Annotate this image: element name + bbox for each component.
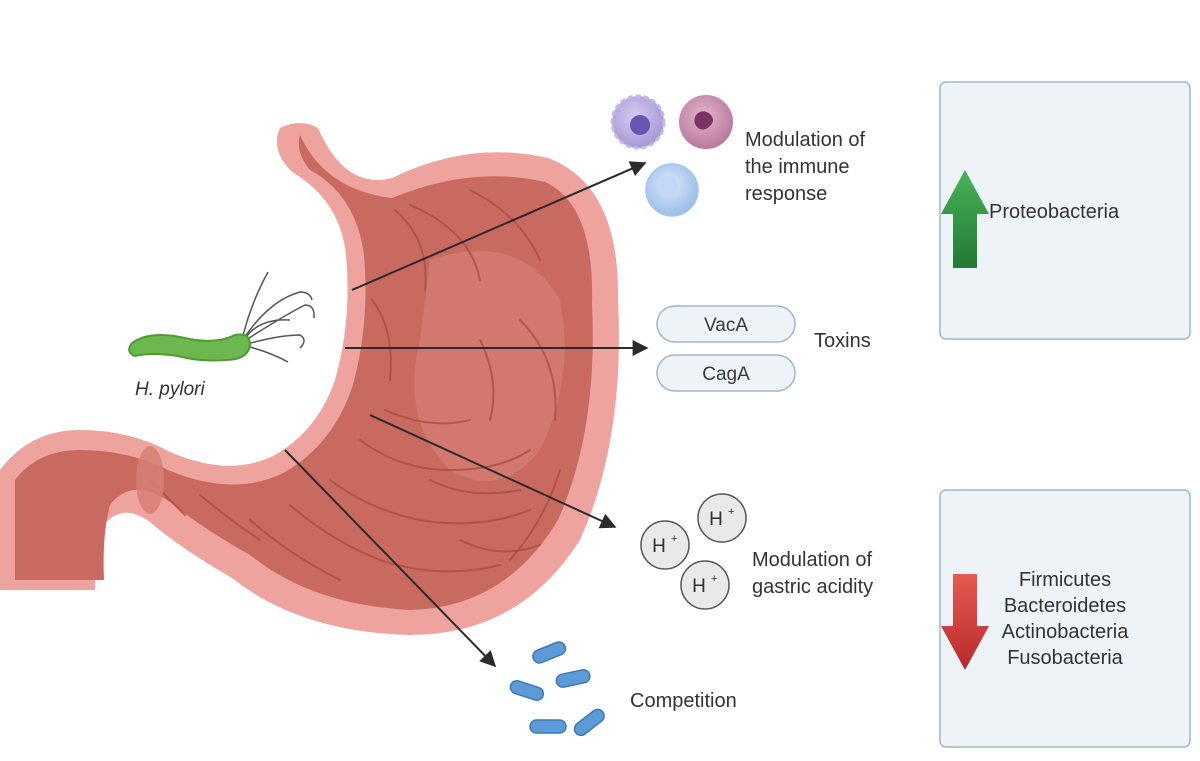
decreased-taxon-2: Bacteroidetes <box>1004 595 1126 617</box>
caga-label: CagA <box>702 364 750 385</box>
decreased-taxon-1: Firmicutes <box>1019 569 1111 591</box>
up-arrow-icon <box>941 170 989 268</box>
increased-taxa-panel: Proteobacteria <box>939 81 1191 340</box>
immune-label: Modulation of the immune response <box>745 129 866 205</box>
svg-text:Modulation of: Modulation of <box>745 129 866 151</box>
hydrogen-ions: H + H + H + <box>640 493 747 610</box>
lymphocyte-cell <box>610 94 666 150</box>
svg-text:H: H <box>692 576 706 597</box>
svg-text:H: H <box>652 536 666 557</box>
arrow-to-competition <box>284 449 497 668</box>
flagella <box>241 271 315 363</box>
toxins-label: Toxins <box>814 330 871 352</box>
h-ion-2: H + <box>697 493 747 543</box>
bacterium-body <box>128 333 252 362</box>
down-arrow-icon <box>941 574 989 670</box>
arrow-to-acidity <box>369 414 617 529</box>
decreased-taxon-3: Actinobacteria <box>1002 621 1130 643</box>
competing-bacteria <box>509 641 605 737</box>
svg-text:+: + <box>711 573 717 585</box>
toxin-pills: VacA CagA <box>656 305 796 392</box>
vaca-label: VacA <box>704 315 748 336</box>
effect-arrows <box>284 161 649 668</box>
neutrophil-cell <box>679 95 733 149</box>
acidity-label: Modulation of gastric acidity <box>752 549 873 598</box>
svg-text:H: H <box>709 509 723 530</box>
stomach-illustration <box>0 123 619 635</box>
competition-label: Competition <box>630 690 737 712</box>
pyloric-sphincter <box>136 446 164 514</box>
caga-pill <box>656 354 796 392</box>
decreased-taxon-4: Fusobacteria <box>1007 647 1123 669</box>
h-pylori-bacterium <box>128 271 315 363</box>
svg-text:Modulation of: Modulation of <box>752 549 873 571</box>
arrow-to-immune <box>351 161 647 291</box>
h-ion-1: H + <box>640 520 690 570</box>
vaca-pill <box>656 305 796 343</box>
bacterium-label: H. pylori <box>135 379 205 400</box>
increased-taxon: Proteobacteria <box>989 201 1120 223</box>
blue-immune-cell <box>645 163 699 217</box>
svg-text:+: + <box>671 533 677 545</box>
svg-text:response: response <box>745 183 827 205</box>
h-ion-3: H + <box>680 560 730 610</box>
svg-text:gastric acidity: gastric acidity <box>752 576 873 598</box>
immune-cells <box>610 94 733 217</box>
svg-text:the immune: the immune <box>745 156 850 178</box>
decreased-taxa-panel: Firmicutes Bacteroidetes Actinobacteria … <box>939 489 1191 748</box>
svg-text:+: + <box>728 506 734 518</box>
